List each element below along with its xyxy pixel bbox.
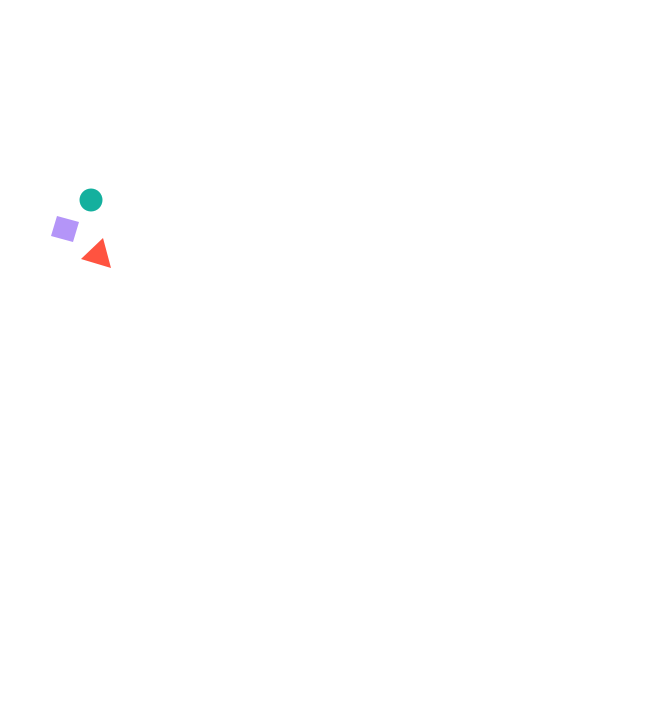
red-triangle	[81, 238, 111, 268]
purple-square	[51, 216, 79, 242]
teal-circle	[79, 188, 103, 212]
